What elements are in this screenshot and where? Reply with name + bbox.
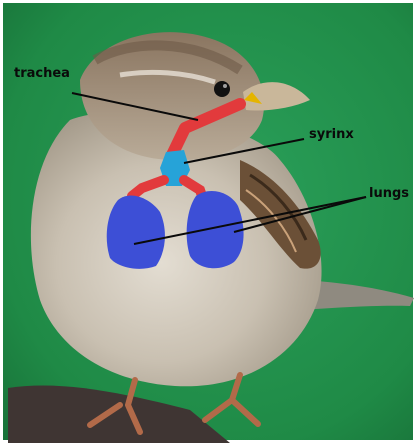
trachea-label: trachea	[14, 67, 70, 80]
bird-eye	[214, 81, 230, 97]
lungs-label: lungs	[369, 187, 409, 200]
syrinx-label: syrinx	[309, 128, 354, 141]
lung-right	[187, 191, 244, 268]
